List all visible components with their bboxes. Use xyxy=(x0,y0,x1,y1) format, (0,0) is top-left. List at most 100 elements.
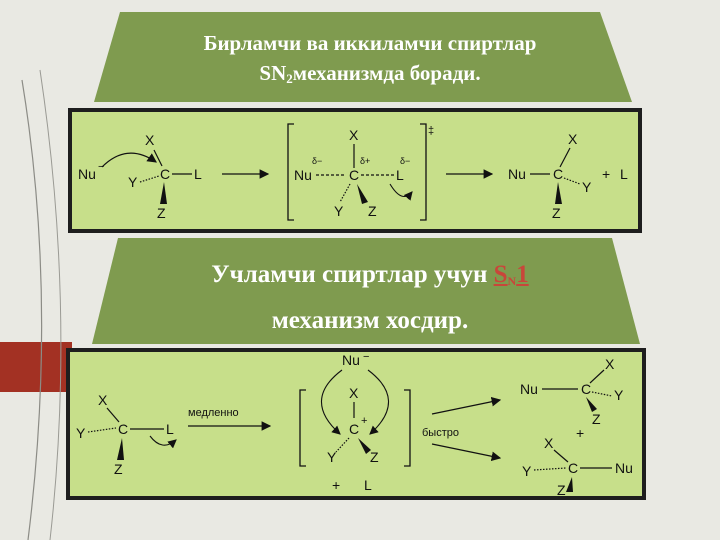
sn2-curved-attack-arrow xyxy=(101,152,157,168)
sn1-product-top-x: X xyxy=(605,356,615,372)
sn1-reactant-z: Z xyxy=(114,461,123,477)
sn1-product-bottom-y: Y xyxy=(522,463,532,479)
sn1-product-bottom-c: C xyxy=(568,460,578,476)
decorative-curve xyxy=(21,79,43,540)
sn1-product-bottom-nu: Nu xyxy=(615,460,633,476)
dashed-bond xyxy=(87,427,117,433)
sn1-link-one: 1 xyxy=(516,261,529,288)
dashed-bond xyxy=(339,183,351,203)
carbocation-right-bracket xyxy=(404,389,411,467)
sn1-fast-arrow-up xyxy=(431,396,502,415)
ts-y: Y xyxy=(334,203,344,219)
sn1-link-s: S xyxy=(493,261,508,288)
sn2-reactant-l: L xyxy=(194,166,202,182)
sn2-product-z: Z xyxy=(552,205,561,221)
banner-middle-shape xyxy=(92,238,640,344)
ts-dagger: ‡ xyxy=(428,125,434,137)
bond xyxy=(553,449,569,463)
nu-attack-right-arrow xyxy=(367,369,390,435)
ts-leaving-arrow xyxy=(389,183,413,201)
tertiary-alcohol-text: Учламчи спиртлар учун xyxy=(211,261,494,288)
sn1-product-top-nu: Nu xyxy=(520,381,538,397)
sn1-cation-x: X xyxy=(349,385,359,401)
sn1-nu-charge: − xyxy=(363,352,369,363)
sn2-product-nu: Nu xyxy=(508,166,526,182)
dashed-bond xyxy=(533,467,567,471)
dashed-bond xyxy=(591,391,613,397)
sn2-reactant-c: C xyxy=(160,166,170,182)
banner-sn1-line2: механизм хосдир. xyxy=(271,307,469,334)
bond xyxy=(153,149,163,167)
banner-sn1-line1: Учламчи спиртлар учун SN1 xyxy=(135,255,605,301)
sn2-reactant-y: Y xyxy=(128,174,138,190)
sn1-cation-c: C xyxy=(349,421,359,437)
ts-left-bracket xyxy=(287,123,294,221)
bond xyxy=(559,147,571,168)
sn2-reactant-z: Z xyxy=(157,205,166,221)
sn2-product-y: Y xyxy=(582,179,592,195)
sn2-reactant-nu: Nu xyxy=(78,166,96,182)
ts-nu: Nu xyxy=(294,167,312,183)
sn1-reactant-y: Y xyxy=(76,425,86,441)
sn1-cation-z: Z xyxy=(370,449,379,465)
sn1-nu-top: Nu xyxy=(342,352,360,368)
wedge-bond xyxy=(586,397,597,412)
sn1-product-top-y: Y xyxy=(614,387,624,403)
ts-delta-l: δ− xyxy=(400,156,410,166)
ts-right-bracket xyxy=(420,123,427,221)
wedge-bond xyxy=(160,182,167,204)
sn1-product-bottom-z: Z xyxy=(557,482,566,496)
bond xyxy=(589,369,605,384)
sn1-reactant-l: L xyxy=(166,421,174,437)
bond xyxy=(106,407,120,423)
ts-c: C xyxy=(349,167,359,183)
banner-sn2-line1: Бирламчи ва иккиламчи спиртлар xyxy=(203,31,537,55)
sn1-link-n: N xyxy=(507,274,517,288)
decorative-curve xyxy=(39,69,62,540)
ts-l: L xyxy=(396,167,404,183)
sn1-reactant-c: C xyxy=(118,421,128,437)
banner-sn1-text: Учламчи спиртлар учун SN1 механизм хосди… xyxy=(135,255,605,341)
ts-x: X xyxy=(349,127,359,143)
dashed-bond xyxy=(563,177,581,185)
sn1-cation-y: Y xyxy=(327,449,337,465)
carbocation-left-bracket xyxy=(299,389,306,467)
sn2-product-c: C xyxy=(553,166,563,182)
sn-subscript: 2 xyxy=(286,71,293,86)
ts-z: Z xyxy=(368,203,377,219)
wedge-bond xyxy=(555,182,562,204)
mechanism-text: механизмда боради. xyxy=(292,61,481,85)
banner-sn2-line2: SN2механизмда боради. xyxy=(150,58,590,94)
sn-letters: SN xyxy=(259,61,287,85)
wedge-bond xyxy=(566,477,573,492)
sn2-product-l: L xyxy=(620,166,628,182)
red-accent-tab xyxy=(0,342,72,392)
sn2-product-plus: + xyxy=(602,166,610,182)
banner-sn2-text: Бирламчи ва иккиламчи спиртлар SN2механи… xyxy=(150,28,590,94)
sn1-products-plus: + xyxy=(576,425,584,441)
wedge-bond xyxy=(117,438,124,460)
sn1-fast-arrow-down xyxy=(431,443,502,462)
banner-top-shape xyxy=(94,12,632,102)
sn1-product-top-z: Z xyxy=(592,411,601,427)
sn1-cation-charge: + xyxy=(361,415,367,427)
sn1-leaving-arrow xyxy=(149,435,177,449)
sn1-leaving-l: L xyxy=(364,477,372,493)
dashed-bond xyxy=(139,175,160,183)
wedge-bond xyxy=(357,184,368,204)
sn1-link[interactable]: SN1 xyxy=(494,261,529,288)
sn2-reactant-x: X xyxy=(145,132,155,148)
sn2-reactant-nu-charge: − xyxy=(98,161,104,173)
sn1-diagram-panel: X Y C L Z медленно Nu − X C + Y Z + L бы… xyxy=(66,348,646,500)
sn2-diagram-panel: Nu − X Y C L Z ‡ X δ− δ+ δ− Nu C L Y Z xyxy=(68,108,642,233)
sn1-slow-label: медленно xyxy=(188,407,239,419)
sn2-product-x: X xyxy=(568,131,578,147)
sn1-product-top-c: C xyxy=(581,381,591,397)
sn1-fast-label: быстро xyxy=(422,427,459,439)
ts-delta-c: δ+ xyxy=(360,156,370,166)
sn1-product-bottom-x: X xyxy=(544,435,554,451)
ts-delta-nu: δ− xyxy=(312,156,322,166)
wedge-bond xyxy=(358,438,371,454)
dashed-bond xyxy=(335,437,350,453)
sn1-reactant-x: X xyxy=(98,392,108,408)
